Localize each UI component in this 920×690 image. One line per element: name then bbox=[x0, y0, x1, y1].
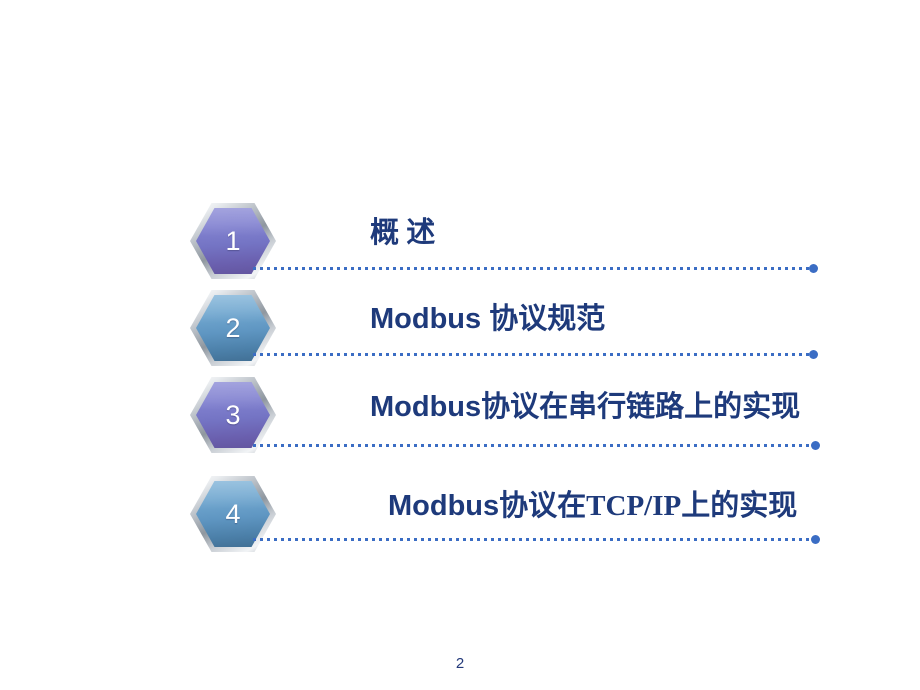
agenda-step-number: 3 bbox=[225, 399, 241, 430]
agenda-item-label-cjk: 概 述 bbox=[370, 217, 436, 249]
agenda-connector-end-dot bbox=[811, 535, 820, 544]
page-number: 2 bbox=[455, 655, 465, 672]
agenda-connector-line bbox=[253, 538, 811, 541]
agenda-item-label: Modbus协议在TCP/IP上的实现 bbox=[388, 492, 797, 521]
agenda-step-number: 2 bbox=[225, 312, 241, 343]
agenda-step-badge[interactable]: 3 bbox=[190, 377, 276, 453]
agenda-item-label: Modbus 协议规范 bbox=[370, 305, 605, 334]
agenda-connector-line bbox=[253, 353, 809, 356]
agenda-step-badge[interactable]: 4 bbox=[190, 476, 276, 552]
agenda-connector-end-dot bbox=[809, 350, 818, 359]
agenda-item-label-latin: Modbus bbox=[388, 490, 500, 522]
agenda-item-label: 概 述 bbox=[370, 219, 435, 248]
agenda-connector-line bbox=[253, 444, 811, 447]
agenda-connector-end-dot bbox=[811, 441, 820, 450]
agenda-item-label-latin: Modbus bbox=[370, 303, 490, 335]
agenda-item-label-latin: Modbus bbox=[370, 391, 482, 423]
agenda-item-label-cjk: 协议在TCP/IP上的实现 bbox=[499, 490, 798, 522]
agenda-item-label-cjk: 协议规范 bbox=[489, 303, 606, 335]
agenda-step-number: 4 bbox=[225, 498, 241, 529]
agenda-step-badge[interactable]: 1 bbox=[190, 203, 276, 279]
hexagon-icon bbox=[190, 290, 276, 366]
agenda-connector-end-dot bbox=[809, 264, 818, 273]
agenda-step-number: 1 bbox=[225, 225, 241, 256]
agenda-connector-line bbox=[253, 267, 809, 270]
agenda-item-label-cjk: 协议在串行链路上的实现 bbox=[481, 391, 801, 423]
agenda-step-badge[interactable]: 2 bbox=[190, 290, 276, 366]
agenda-item-label: Modbus协议在串行链路上的实现 bbox=[370, 393, 800, 422]
